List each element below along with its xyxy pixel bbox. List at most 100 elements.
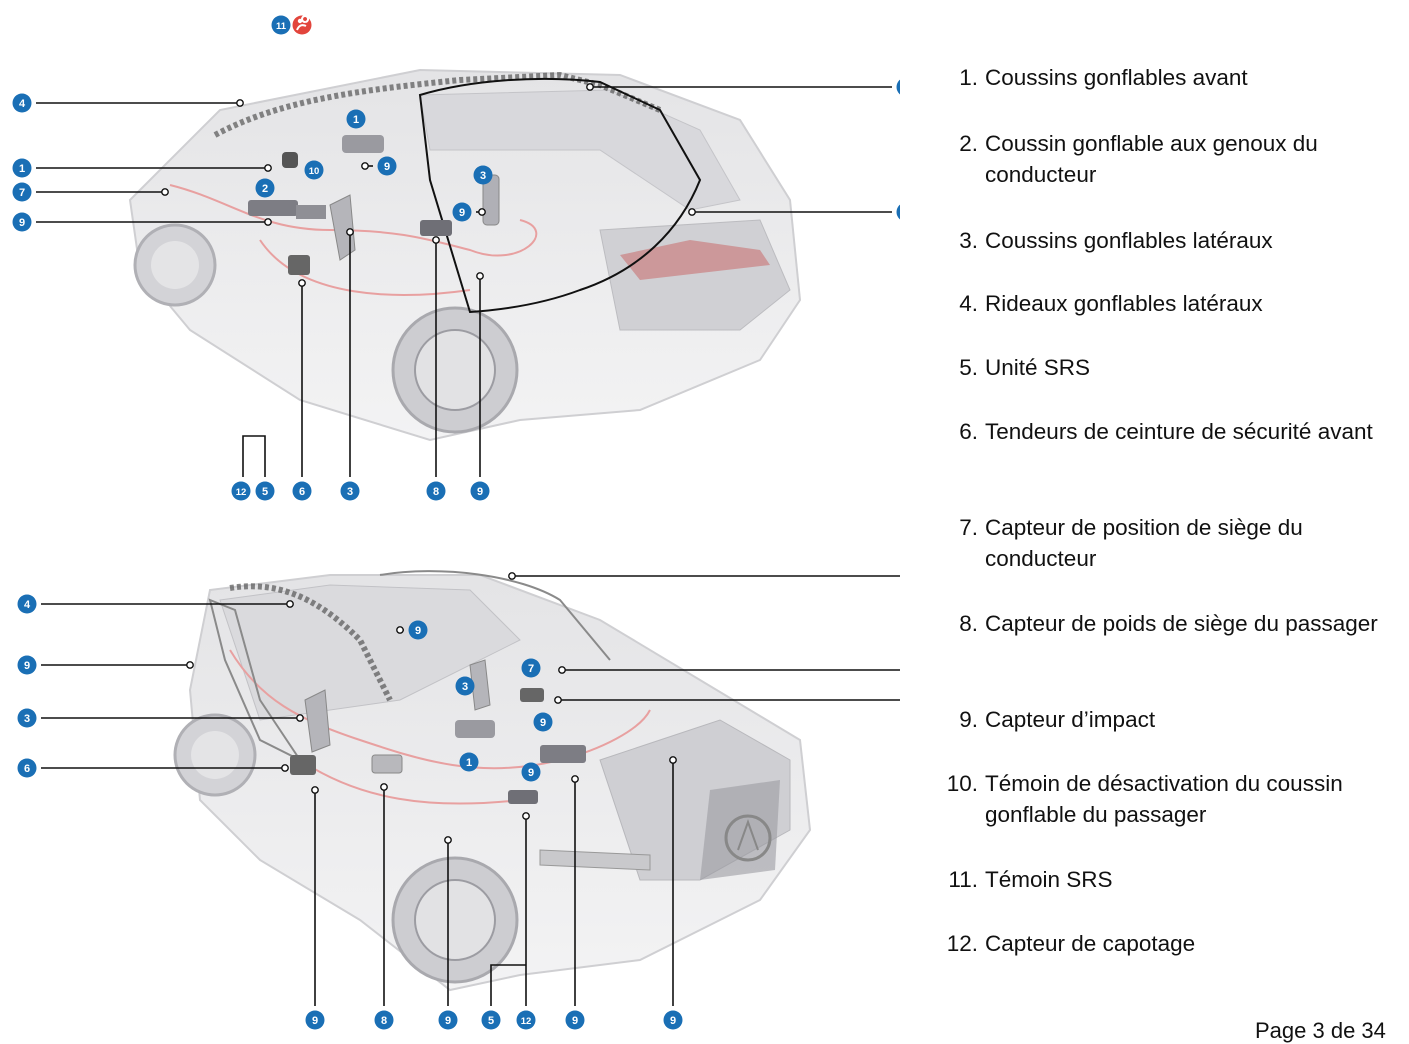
leader-endpoint: [361, 162, 369, 170]
leader-endpoint: [688, 208, 696, 216]
legend-text: Capteur de poids de siège du passager: [985, 611, 1378, 636]
callout-badge-9: 9: [896, 204, 900, 220]
callout-badge-3: 3: [17, 708, 37, 728]
callout-number: 12: [521, 1016, 532, 1027]
callout-badge-9: 9: [470, 481, 490, 501]
callout-number: 10: [309, 166, 320, 177]
legend-item-7: 7.Capteur de position de siège du conduc…: [930, 512, 1405, 574]
callout-number: 11: [276, 21, 287, 32]
callout-badge-1: 1: [12, 158, 32, 178]
callout-badge-9: 9: [438, 1010, 458, 1030]
callout-number: 9: [384, 161, 390, 173]
callout-number: 12: [236, 487, 247, 498]
callout-badge-11: 11: [271, 15, 291, 35]
callout-number: 5: [488, 1015, 494, 1027]
legend-item-9: 9.Capteur d’impact: [930, 704, 1155, 735]
callout-number: 1: [19, 163, 25, 175]
leader-endpoint: [281, 764, 289, 772]
leader-endpoint: [311, 786, 319, 794]
leader-endpoint: [586, 83, 594, 91]
legend-number: 4.: [959, 291, 978, 316]
callout-badge-3: 3: [340, 481, 360, 501]
legend-number: 12.: [946, 931, 978, 956]
callout-number: 9: [24, 660, 30, 672]
callout-badge-4: 4: [896, 79, 900, 95]
callout-badge-9: 9: [408, 620, 428, 640]
leader-endpoint: [571, 775, 579, 783]
callout-number: 4: [19, 98, 26, 110]
callout-badge-9: 9: [377, 156, 397, 176]
callout-badge-9: 9: [12, 212, 32, 232]
callout-badge-9: 9: [305, 1010, 325, 1030]
callout-badge-9: 9: [663, 1010, 683, 1030]
callout-badge-6: 6: [292, 481, 312, 501]
leader-endpoint: [264, 164, 272, 172]
callout-number: 1: [353, 114, 359, 126]
callout-badge-3: 3: [473, 165, 493, 185]
leader-endpoint: [186, 661, 194, 669]
callout-number: 9: [19, 217, 25, 229]
callout-number: 4: [24, 599, 31, 611]
callout-badge-9: 9: [565, 1010, 585, 1030]
callout-number: 2: [262, 183, 268, 195]
callout-number: 9: [312, 1015, 318, 1027]
callout-number: 3: [24, 713, 30, 725]
callout-badge-7: 7: [12, 182, 32, 202]
callout-badge-9: 9: [17, 655, 37, 675]
leader-endpoint: [298, 279, 306, 287]
leader-endpoint: [478, 208, 486, 216]
leader-endpoint: [522, 812, 530, 820]
callout-number: 5: [262, 486, 268, 498]
callout-number: 6: [299, 486, 305, 498]
srs-warning-icon: [292, 15, 312, 35]
callout-number: 8: [381, 1015, 387, 1027]
callout-number: 9: [445, 1015, 451, 1027]
legend-number: 8.: [959, 611, 978, 636]
legend-item-10: 10. Témoin de désactivation du coussin go…: [930, 768, 1405, 830]
legend-item-1: 1.Coussins gonflables avant: [930, 62, 1247, 93]
callout-badge-8: 8: [374, 1010, 394, 1030]
legend-text: Rideaux gonflables latéraux: [985, 291, 1263, 316]
legend-item-8: 8. Capteur de poids de siège du passager: [930, 608, 1378, 639]
leader-endpoint: [296, 714, 304, 722]
legend-number: 10.: [946, 771, 978, 796]
legend-text: Coussins gonflables latéraux: [985, 228, 1273, 253]
callout-badge-5: 5: [255, 481, 275, 501]
callout-badge-3: 3: [455, 676, 475, 696]
legend-text: Témoin de désactivation du coussin gonfl…: [985, 771, 1343, 827]
legend-item-5: 5.Unité SRS: [930, 352, 1090, 383]
legend-item-4: 4. Rideaux gonflables latéraux: [930, 288, 1263, 319]
page-number: Page 3 de 34: [1255, 1018, 1386, 1043]
callout-badge-1: 1: [346, 109, 366, 129]
callout-badge-9: 9: [533, 712, 553, 732]
callout-number: 3: [480, 170, 486, 182]
callout-number: 9: [477, 486, 483, 498]
callout-badge-2: 2: [255, 178, 275, 198]
legend-item-12: 12. Capteur de capotage: [930, 928, 1195, 959]
callout-badge-9: 9: [521, 762, 541, 782]
legend-number: 3.: [959, 228, 978, 253]
callout-number: 7: [19, 187, 25, 199]
callout-badge-4: 4: [12, 93, 32, 113]
legend-text: Témoin SRS: [985, 867, 1113, 892]
legend-number: 5.: [959, 355, 978, 380]
airbag-location-diagram: 1141792191039491256389493649371119199895…: [12, 15, 900, 1030]
callout-number: 3: [462, 681, 468, 693]
callout-badge-7: 7: [521, 658, 541, 678]
legend-item-6: 6.Tendeurs de ceinture de sécurité avant: [930, 416, 1373, 447]
bracket-line: [242, 435, 266, 477]
leader-endpoint: [444, 836, 452, 844]
callout-number: 6: [24, 763, 30, 775]
legend-text: Capteur d’impact: [985, 707, 1156, 732]
leader-endpoint: [236, 99, 244, 107]
leader-endpoint: [346, 228, 354, 236]
legend-item-2: 2.Coussin gonflable aux genoux du conduc…: [930, 128, 1405, 190]
callout-badges: 1141792191039491256389493649371119199895…: [12, 15, 900, 1030]
leader-endpoint: [161, 188, 169, 196]
legend-text: Capteur de capotage: [985, 931, 1196, 956]
bottom-car-illustration: [173, 570, 812, 992]
leader-endpoint: [432, 236, 440, 244]
callout-number: 9: [540, 717, 546, 729]
leader-endpoint: [264, 218, 272, 226]
legend-number: 2.: [959, 131, 978, 156]
